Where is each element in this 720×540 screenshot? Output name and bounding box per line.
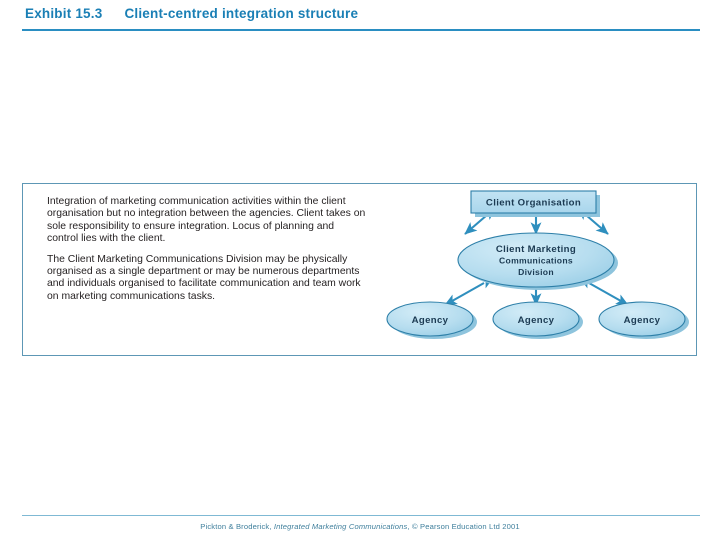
- connector-division-to-agency-1: [444, 277, 494, 306]
- credit-book-title: Integrated Marketing Communications: [273, 522, 408, 531]
- exhibit-title-text: Client-centred integration structure: [124, 6, 359, 21]
- connector-group-top: [464, 203, 609, 235]
- credit-publisher: , © Pearson Education Ltd 2001: [407, 522, 520, 531]
- node-agency-3[interactable]: Agency: [598, 301, 689, 339]
- header-band: Exhibit 15.3 Client-centred integration s…: [0, 0, 720, 34]
- description-paragraph-1: Integration of marketing communication a…: [47, 196, 366, 245]
- agency-2-label: Agency: [518, 315, 555, 326]
- connector-client-org-to-division-left: [464, 207, 496, 235]
- footer-credit: Pickton & Broderick, Integrated Marketin…: [0, 522, 720, 531]
- client-organisation-box: [470, 190, 597, 214]
- node-agency-1[interactable]: Agency: [386, 301, 477, 339]
- client-centred-integration-diagram: Client Organisation Client Marketing Com…: [386, 190, 689, 339]
- division-ellipse: [457, 232, 615, 288]
- description-paragraph-2: The Client Marketing Communications Divi…: [47, 253, 361, 302]
- node-client-marketing-communications-division[interactable]: Client Marketing Communications Division: [457, 232, 618, 290]
- description-column: Integration of marketing communication a…: [47, 196, 367, 303]
- agency-3-ellipse: [598, 301, 686, 337]
- connector-division-to-agency-3: [579, 277, 629, 306]
- figure-panel: Integration of marketing communication a…: [22, 183, 697, 356]
- agency-3-label: Agency: [624, 315, 661, 326]
- connector-client-org-to-division-right: [577, 207, 609, 235]
- node-agency-2[interactable]: Agency: [492, 301, 583, 339]
- division-label-line-3: Division: [518, 267, 554, 277]
- client-organisation-label: Client Organisation: [486, 198, 581, 209]
- footer-divider: [22, 515, 700, 516]
- credit-authors: Pickton & Broderick,: [200, 522, 274, 531]
- exhibit-number: Exhibit 15.3: [25, 6, 103, 21]
- header-divider: [22, 29, 700, 31]
- agency-2-ellipse: [492, 301, 580, 337]
- page-title: Exhibit 15.3 Client-centred integration s…: [25, 6, 358, 21]
- node-client-organisation[interactable]: Client Organisation: [470, 190, 600, 217]
- division-label-line-2: Communications: [499, 256, 573, 266]
- agency-1-ellipse: [386, 301, 474, 337]
- diagram-column: Client Organisation Client Marketing Com…: [383, 184, 698, 355]
- division-label-line-1: Client Marketing: [496, 244, 576, 255]
- agency-1-label: Agency: [412, 315, 449, 326]
